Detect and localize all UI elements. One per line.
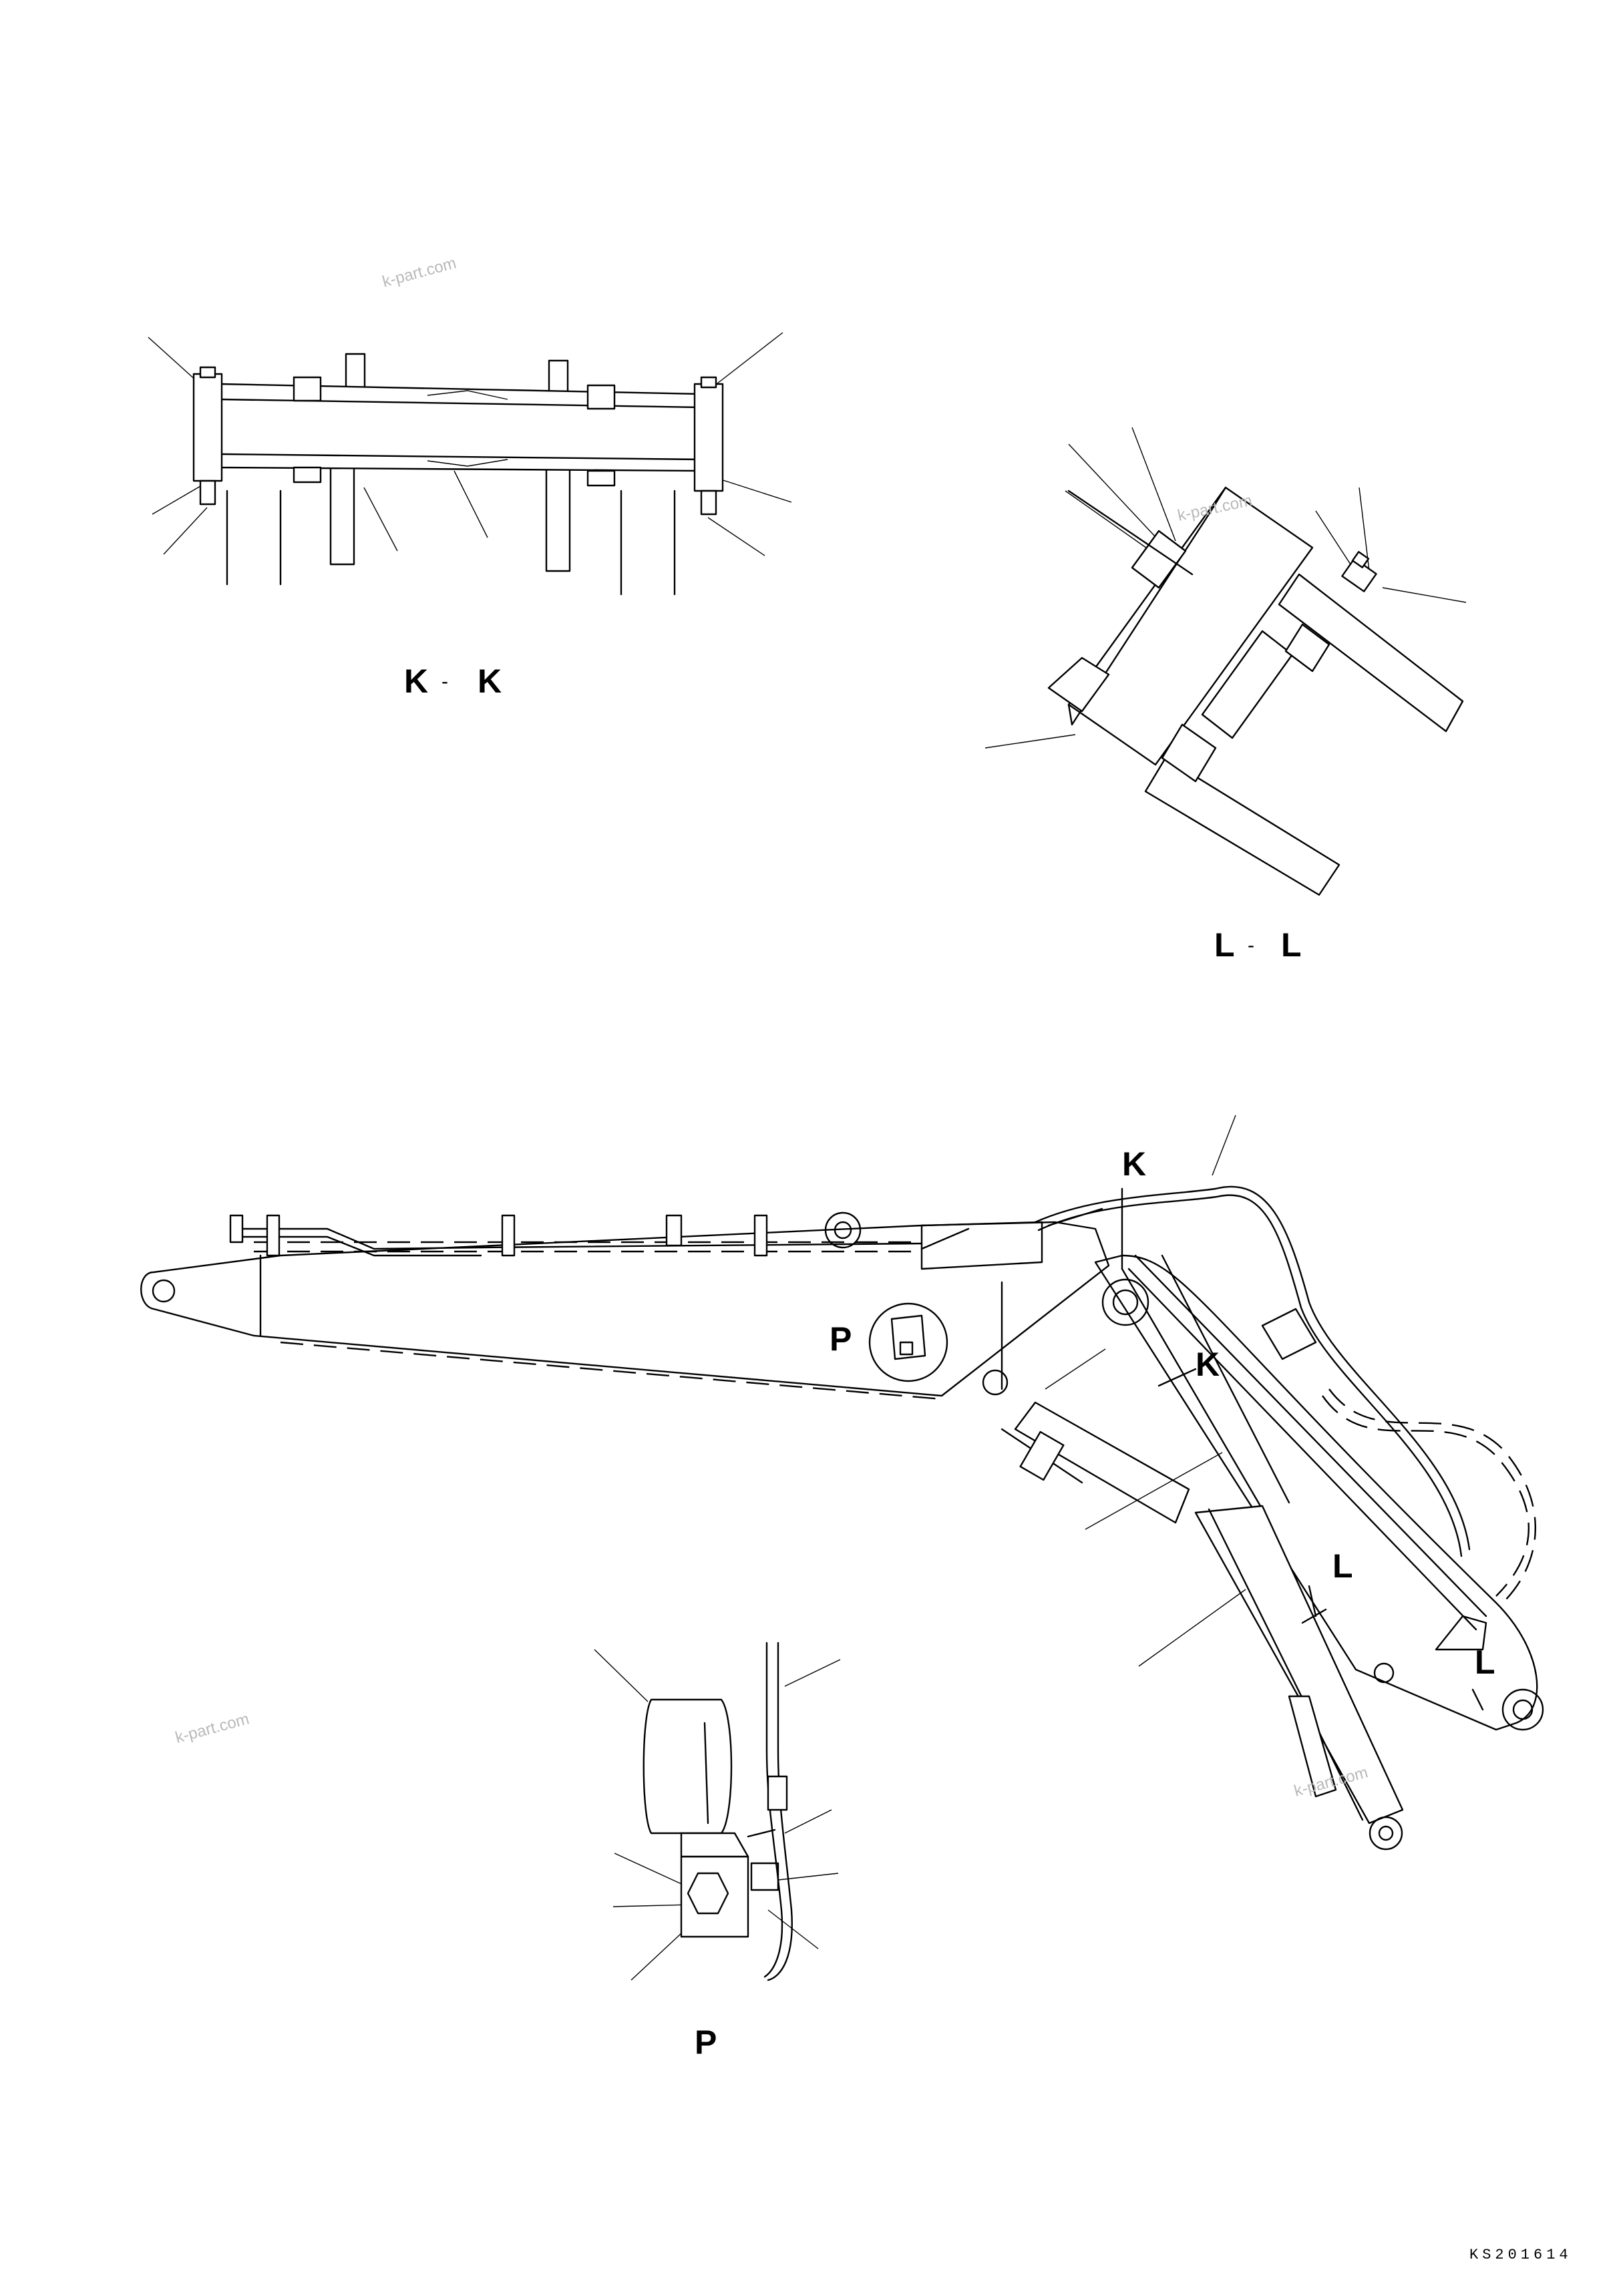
detail-p-label: P <box>695 2024 717 2061</box>
marker-p: P <box>830 1320 852 1358</box>
marker-k-arrow: K <box>1196 1346 1220 1383</box>
section-kk-label-sep: - <box>441 671 448 693</box>
marker-l-lower: L <box>1475 1644 1495 1681</box>
section-ll-label-right: L <box>1281 926 1302 964</box>
section-ll-view <box>984 427 1467 896</box>
marker-l-upper: L <box>1332 1547 1353 1585</box>
detail-p-view <box>594 1642 841 1981</box>
boom-arm-assembly <box>140 1115 1544 1851</box>
section-ll-label-left: L <box>1214 926 1235 964</box>
section-kk-label-left: K <box>404 662 428 700</box>
section-ll-label-sep: - <box>1248 934 1254 956</box>
section-kk-label-right: K <box>478 662 502 700</box>
watermark-top: k-part.com <box>381 254 458 291</box>
section-kk-view <box>148 332 792 596</box>
watermark-left: k-part.com <box>174 1710 251 1746</box>
drawing-code: KS201614 <box>1469 2247 1572 2263</box>
marker-k-top: K <box>1122 1145 1146 1183</box>
